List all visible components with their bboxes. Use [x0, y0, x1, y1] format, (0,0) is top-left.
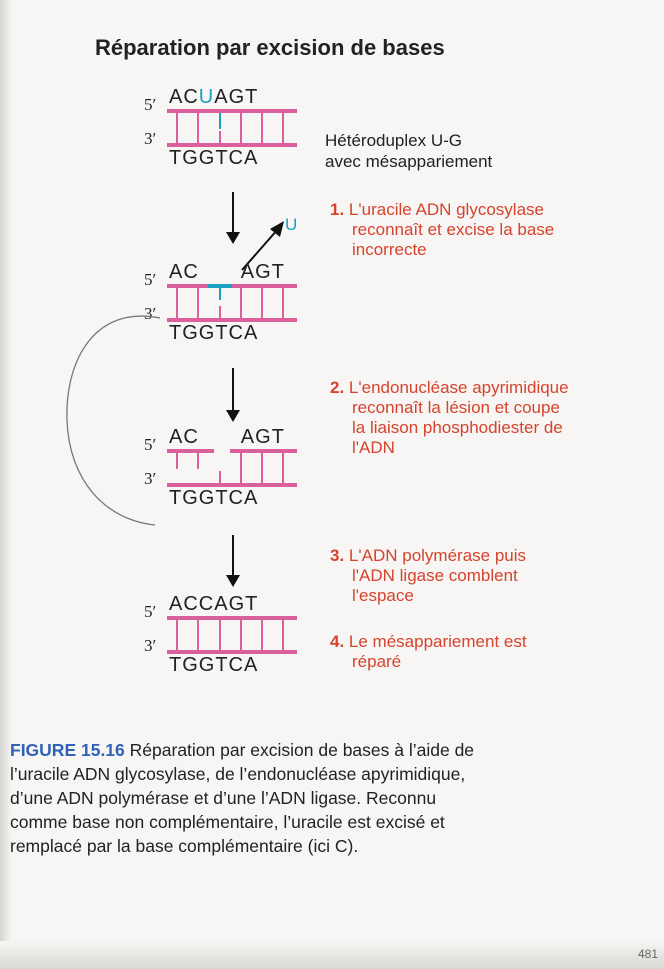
top-strand-left	[167, 449, 214, 453]
empty-site-marker	[208, 284, 232, 288]
five-prime-label: 5′	[144, 602, 157, 621]
mismatch-rung	[219, 113, 221, 129]
top-sequence: ACUAGT	[169, 86, 259, 108]
arrow-down-icon	[226, 368, 240, 422]
bottom-strand	[167, 318, 297, 322]
bottom-sequence: TGGTCA	[169, 654, 259, 676]
bottom-strand	[167, 143, 297, 147]
curved-line	[66, 315, 161, 526]
five-prime-label: 5′	[144, 435, 157, 454]
figure-title: Réparation par excision de bases	[95, 35, 445, 60]
figure-label: FIGURE 15.16	[10, 740, 125, 760]
top-strand-right	[230, 449, 297, 453]
bottom-strand	[167, 483, 297, 487]
top-strand	[167, 284, 297, 288]
page-edge	[0, 0, 12, 969]
three-prime-label: 3′	[144, 129, 157, 148]
bottom-sequence: TGGTCA	[169, 487, 259, 509]
uracil-base: U	[198, 86, 215, 108]
released-uracil: U	[285, 215, 298, 234]
figure-caption: FIGURE 15.16 Réparation par excision de …	[10, 740, 475, 856]
heteroduplex-label: Hétéroduplex U-G avec mésappariement	[325, 131, 493, 171]
step-3-text: 3. L'ADN polymérase puis l'ADN ligase co…	[330, 546, 527, 605]
three-prime-label: 3′	[144, 469, 157, 488]
five-prime-label: 5′	[144, 95, 157, 114]
dna-stage-1: 5′ 3′ ACUAGT TGGTCA	[140, 85, 320, 175]
bottom-sequence: TGGTCA	[169, 322, 259, 344]
page-bottom-shadow	[0, 941, 664, 969]
three-prime-label: 3′	[144, 636, 157, 655]
arrow-down-icon	[226, 192, 240, 244]
top-strand	[167, 109, 297, 113]
arrow-down-icon	[226, 535, 240, 587]
step-1-text: 1. L'uracile ADN glycosylase reconnaît e…	[330, 200, 555, 259]
bottom-strand	[167, 650, 297, 654]
three-prime-label: 3′	[144, 304, 157, 323]
top-sequence: ACCAGT	[169, 593, 259, 615]
step-4-text: 4. Le mésappariement est réparé	[330, 632, 527, 671]
excision-arrow-icon	[241, 221, 284, 271]
step-2-text: 2. L'endonucléase apyrimidique reconnaît…	[330, 378, 569, 457]
five-prime-label: 5′	[144, 270, 157, 289]
top-strand	[167, 616, 297, 620]
bottom-sequence: TGGTCA	[169, 147, 259, 169]
page-number: 481	[637, 947, 658, 961]
dna-stage-4: 5′ 3′ ACCAGT TGGTCA	[140, 592, 320, 682]
